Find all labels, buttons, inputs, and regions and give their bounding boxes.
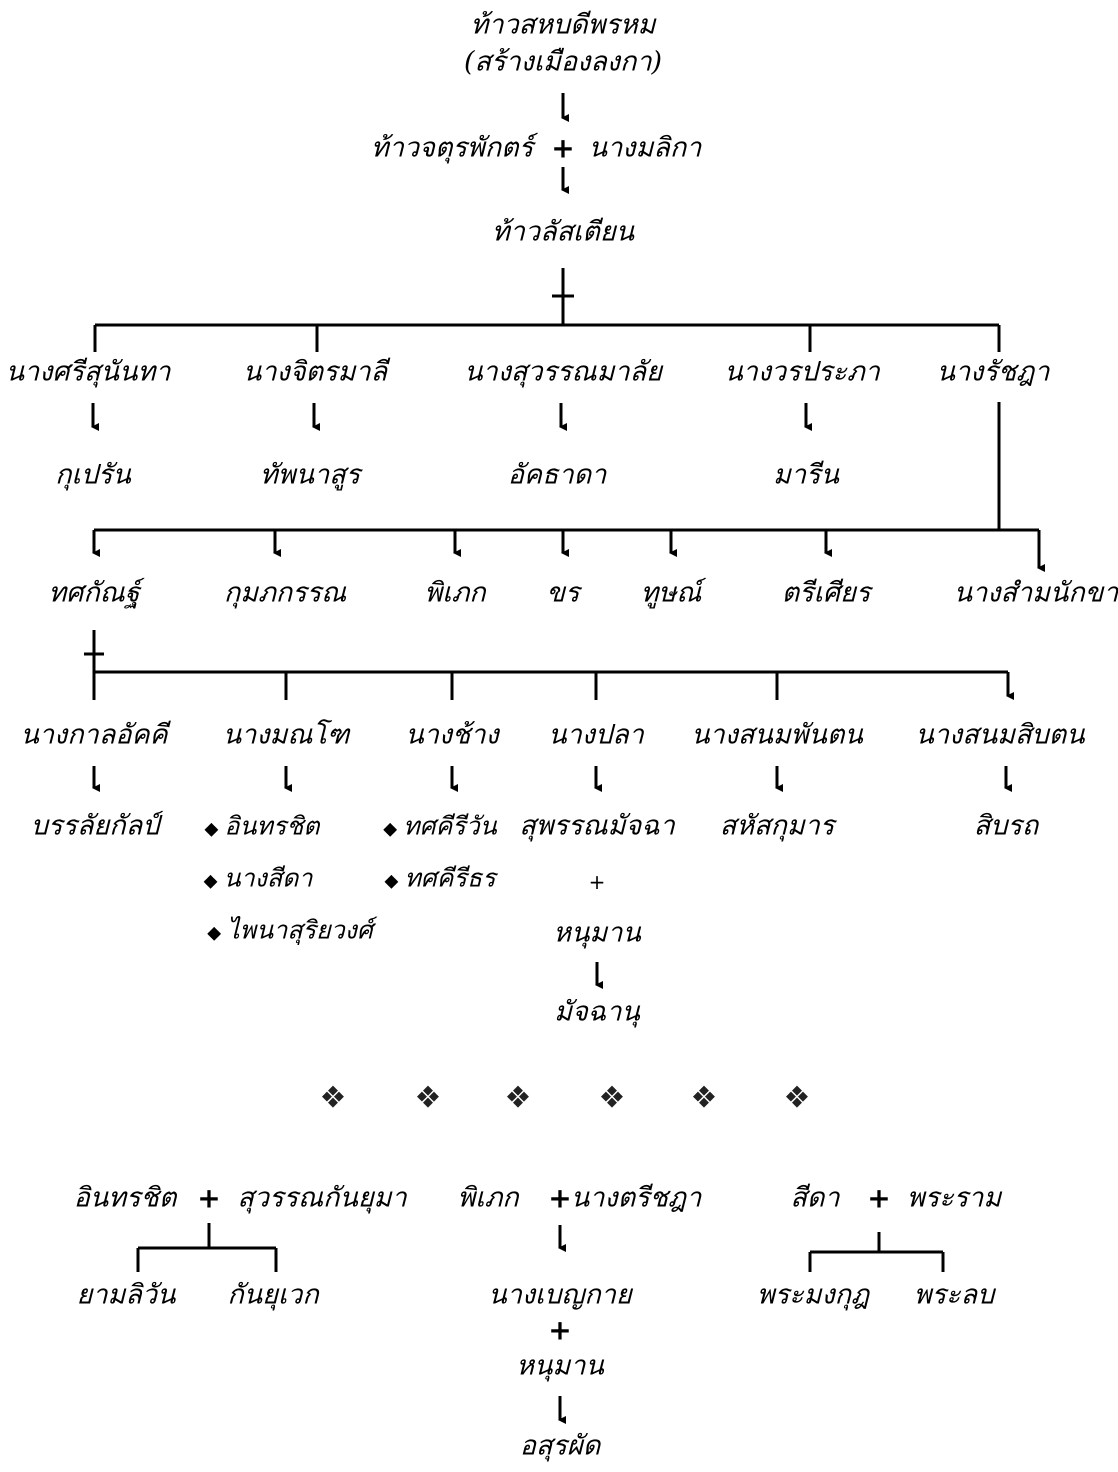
consort-4: นางปลา xyxy=(548,719,644,751)
couple-left: ท้าวจตุรพักตร์ xyxy=(370,132,534,164)
plus-sign: + xyxy=(588,870,606,894)
offspring-chang-2: ◆ทศคีรีธร xyxy=(384,863,496,893)
sibling-7: นางสำมนักขา xyxy=(953,577,1118,609)
sibling-6: ตรีเศียร xyxy=(781,577,871,609)
wife-1: นางศรีสุนันทา xyxy=(5,356,171,388)
offspring-phantan: สหัสกุมาร xyxy=(719,810,835,842)
wife-5: นางรัชฎา xyxy=(936,356,1050,388)
c3-child-1: พระมงกุฎ xyxy=(756,1279,870,1311)
sibling-4: ขร xyxy=(546,577,580,609)
wife-child-1: กุเปรัน xyxy=(55,459,131,491)
c3-right: พระราม xyxy=(906,1182,1002,1214)
bullet-icon: ◆ xyxy=(204,818,219,840)
sibling-2: กุมภกรรณ xyxy=(223,577,347,609)
c3-left: สีดา xyxy=(790,1182,840,1214)
offspring-montho-1: ◆อินทรชิต xyxy=(204,811,320,841)
wife-child-4: มารีน xyxy=(773,459,839,491)
c1-child-2: กันยุเวก xyxy=(227,1279,319,1311)
offspring-sipton: สิบรถ xyxy=(973,810,1039,842)
offspring-pla: สุพรรณมัจฉา xyxy=(519,810,675,842)
wife-child-3: อัคธาดา xyxy=(507,459,607,491)
sibling-1: ทศกัณฐ์ xyxy=(48,577,140,609)
ornament-icon: ❖ xyxy=(504,1080,532,1116)
offspring-pla-partner: หนุมาน xyxy=(553,917,641,949)
offspring-pla-child: มัจฉานุ xyxy=(554,996,640,1028)
c2-grandchild: อสุรผัด xyxy=(519,1430,601,1462)
ornament-icon: ❖ xyxy=(783,1080,811,1116)
wife-2: นางจิตรมาลี xyxy=(242,356,388,388)
c1-right: สุวรรณกันยุมา xyxy=(237,1182,407,1214)
c1-left: อินทรชิต xyxy=(73,1182,177,1214)
c2-partner: หนุมาน xyxy=(516,1350,604,1382)
sibling-5: ทูษณ์ xyxy=(640,577,702,609)
wife-3: นางสุวรรณมาลัย xyxy=(464,356,662,388)
ornament-icon: ❖ xyxy=(414,1080,442,1116)
wife-child-2: ทัพนาสูร xyxy=(259,459,361,491)
bullet-icon: ◆ xyxy=(207,922,222,944)
couple-right: นางมลิกา xyxy=(588,132,702,164)
root-name: ท้าวสหบดีพรหม xyxy=(470,9,656,41)
offspring-montho-3: ◆ไพนาสุริยวงศ์ xyxy=(207,915,373,945)
offspring-kalakki: บรรลัยกัลป์ xyxy=(30,810,160,842)
plus-sign: + xyxy=(548,1313,572,1347)
consort-3: นางช้าง xyxy=(405,719,499,751)
bullet-icon: ◆ xyxy=(203,870,218,892)
offspring-chang-1: ◆ทศคีรีวัน xyxy=(383,811,497,841)
bullet-icon: ◆ xyxy=(384,870,399,892)
ornament-icon: ❖ xyxy=(319,1080,347,1116)
ornament-icon: ❖ xyxy=(690,1080,718,1116)
consort-1: นางกาลอัคคี xyxy=(20,719,168,751)
ornament-icon: ❖ xyxy=(598,1080,626,1116)
child-lasatian: ท้าวลัสเตียน xyxy=(491,216,635,248)
c2-right: นางตรีชฎา xyxy=(570,1182,702,1214)
c2-left: พิเภก xyxy=(457,1182,519,1214)
consort-6: นางสนมสิบตน xyxy=(915,719,1085,751)
plus-sign: + xyxy=(548,1181,572,1215)
consort-2: นางมณโฑ xyxy=(222,719,350,751)
consort-5: นางสนมพันตน xyxy=(691,719,863,751)
plus-sign: + xyxy=(551,131,575,165)
wife-4: นางวรประภา xyxy=(724,356,880,388)
c2-child: นางเบญกาย xyxy=(488,1279,632,1311)
c3-child-2: พระลบ xyxy=(913,1279,995,1311)
sibling-3: พิเภก xyxy=(424,577,486,609)
plus-sign: + xyxy=(197,1181,221,1215)
plus-sign: + xyxy=(867,1181,891,1215)
bullet-icon: ◆ xyxy=(383,818,398,840)
c1-child-1: ยามลิวัน xyxy=(76,1279,176,1311)
root-note: (สร้างเมืองลงกา) xyxy=(463,46,663,78)
offspring-montho-2: ◆นางสีดา xyxy=(203,863,313,893)
